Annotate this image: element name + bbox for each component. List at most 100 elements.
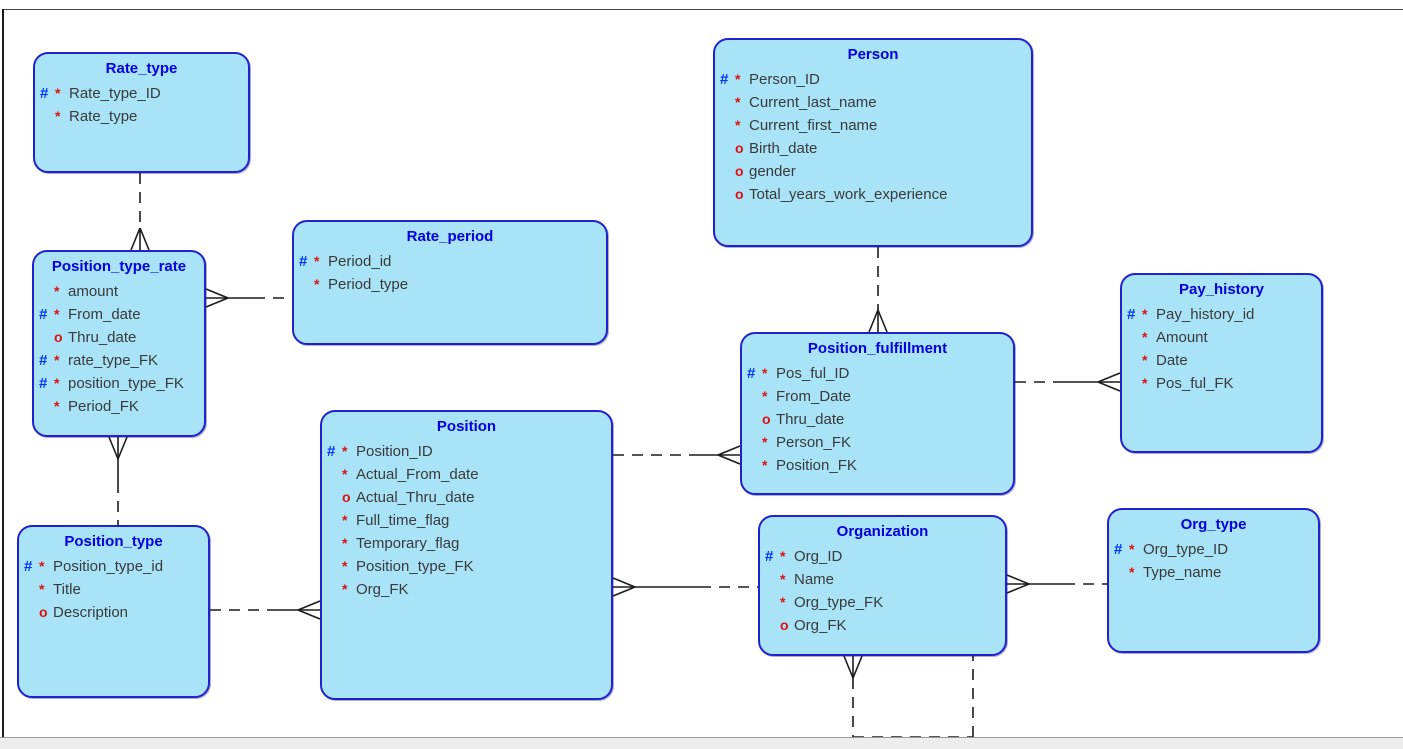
optional-marker: o <box>735 163 744 179</box>
mandatory-marker: * <box>780 594 786 610</box>
attribute-row: * Date <box>1127 349 1318 372</box>
mandatory-marker: * <box>342 512 348 528</box>
relationship-position-type--position-type-rate[interactable] <box>108 436 128 525</box>
attribute-name: Description <box>53 604 129 621</box>
entity-attribute-list: # * Pay_history_id * Amount * Date * Pos… <box>1122 303 1321 395</box>
attribute-row: * Person_FK <box>747 431 1010 454</box>
attribute-name: Date <box>1156 352 1188 369</box>
pk-hash-marker: # <box>1127 306 1136 323</box>
mandatory-marker: * <box>1142 306 1148 322</box>
attribute-row: o gender <box>720 160 1028 183</box>
attribute-name: Org_FK <box>356 581 409 598</box>
attribute-name: Org_ID <box>794 548 843 565</box>
attribute-row: * Amount <box>1127 326 1318 349</box>
entity-attribute-list: # * Org_ID * Name * Org_type_FK o Org_FK <box>760 545 1005 637</box>
attribute-name: Period_type <box>328 276 409 293</box>
attribute-name: Total_years_work_experience <box>749 186 948 203</box>
attribute-name: Org_type_ID <box>1143 541 1229 558</box>
entity-org-type[interactable]: Org_type # * Org_type_ID * Type_name <box>1107 508 1320 653</box>
relationship-rate-period--position-type-rate[interactable] <box>205 288 292 308</box>
optional-marker: o <box>735 140 744 156</box>
entity-title: Position_type_rate <box>51 258 187 275</box>
attribute-row: * Actual_From_date <box>327 463 608 486</box>
entity-title: Position <box>436 418 497 435</box>
page-border-left <box>2 9 4 737</box>
attribute-name: Rate_type <box>69 108 138 125</box>
optional-marker: o <box>762 411 771 427</box>
entity-pay-history[interactable]: Pay_history # * Pay_history_id * Amount … <box>1120 273 1323 453</box>
mandatory-marker: * <box>54 352 60 368</box>
entity-person[interactable]: Person # * Person_ID * Current_last_name… <box>713 38 1033 247</box>
relationship-person--position-fulfillment[interactable] <box>868 247 888 333</box>
entity-attribute-list: # * Rate_type_ID * Rate_type <box>35 82 248 128</box>
mandatory-marker: * <box>1142 352 1148 368</box>
attribute-name: Amount <box>1156 329 1208 346</box>
entity-organization[interactable]: Organization # * Org_ID * Name * Org_typ… <box>758 515 1007 656</box>
relationship-organization--organization-self[interactable] <box>843 655 974 738</box>
mandatory-marker: * <box>54 375 60 391</box>
relationship-position-fulfillment--pay-history[interactable] <box>1015 372 1121 392</box>
entity-position-type-rate[interactable]: Position_type_rate * amount # * From_dat… <box>32 250 206 437</box>
mandatory-marker: * <box>54 283 60 299</box>
entity-position-fulfillment[interactable]: Position_fulfillment # * Pos_ful_ID * Fr… <box>740 332 1015 495</box>
entity-rate-period[interactable]: Rate_period # * Period_id * Period_type <box>292 220 608 345</box>
attribute-name: Thru_date <box>68 329 137 346</box>
entity-title: Organization <box>836 523 929 540</box>
relationship-organization--position[interactable] <box>612 577 758 597</box>
relationship-position-type--position[interactable] <box>210 600 321 620</box>
optional-marker: o <box>342 489 351 505</box>
attribute-row: o Birth_date <box>720 137 1028 160</box>
mandatory-marker: * <box>55 108 61 124</box>
attribute-name: Actual_From_date <box>356 466 479 483</box>
attribute-row: o Thru_date <box>747 408 1010 431</box>
attribute-row: * Position_FK <box>747 454 1010 477</box>
optional-marker: o <box>780 617 789 633</box>
mandatory-marker: * <box>342 558 348 574</box>
crows-foot-icon <box>205 288 229 308</box>
relationship-org-type--organization[interactable] <box>1006 574 1107 594</box>
mandatory-marker: * <box>39 581 45 597</box>
attribute-row: # * Org_type_ID <box>1114 538 1315 561</box>
mandatory-marker: * <box>342 535 348 551</box>
pk-hash-marker: # <box>720 71 729 88</box>
attribute-name: From_Date <box>776 388 852 405</box>
attribute-row: * Rate_type <box>40 105 245 128</box>
attribute-row: * From_Date <box>747 385 1010 408</box>
relationship-rate-type--position-type-rate[interactable] <box>130 173 150 251</box>
mandatory-marker: * <box>780 571 786 587</box>
attribute-row: o Org_FK <box>765 614 1002 637</box>
entity-attribute-list: # * Period_id * Period_type <box>294 250 606 296</box>
entity-rate-type[interactable]: Rate_type # * Rate_type_ID * Rate_type <box>33 52 250 173</box>
attribute-name: Position_FK <box>776 457 857 474</box>
entity-position[interactable]: Position # * Position_ID * Actual_From_d… <box>320 410 613 700</box>
entity-title: Position_fulfillment <box>807 340 948 357</box>
entity-title: Position_type <box>64 533 163 550</box>
optional-marker: o <box>735 186 744 202</box>
entity-attribute-list: # * Position_ID * Actual_From_date o Act… <box>322 440 611 601</box>
mandatory-marker: * <box>762 434 768 450</box>
mandatory-marker: * <box>735 94 741 110</box>
attribute-row: # * rate_type_FK <box>39 349 201 372</box>
pk-hash-marker: # <box>39 352 48 369</box>
attribute-name: gender <box>749 163 796 180</box>
crows-foot-icon <box>612 577 636 597</box>
crows-foot-icon <box>297 600 321 620</box>
attribute-row: * Org_FK <box>327 578 608 601</box>
relationship-position--position-fulfillment[interactable] <box>613 445 741 465</box>
attribute-row: # * From_date <box>39 303 201 326</box>
pk-hash-marker: # <box>24 558 33 575</box>
attribute-row: o Description <box>24 601 205 624</box>
attribute-name: Temporary_flag <box>356 535 460 552</box>
mandatory-marker: * <box>762 457 768 473</box>
attribute-row: * Period_type <box>299 273 603 296</box>
attribute-name: Pos_ful_FK <box>1156 375 1234 392</box>
attribute-name: Actual_Thru_date <box>356 489 475 506</box>
pk-hash-marker: # <box>765 548 774 565</box>
attribute-name: Pos_ful_ID <box>776 365 850 382</box>
mandatory-marker: * <box>762 388 768 404</box>
entity-position-type[interactable]: Position_type # * Position_type_id * Tit… <box>17 525 210 698</box>
attribute-name: Org_FK <box>794 617 847 634</box>
attribute-name: position_type_FK <box>68 375 184 392</box>
attribute-row: o Actual_Thru_date <box>327 486 608 509</box>
